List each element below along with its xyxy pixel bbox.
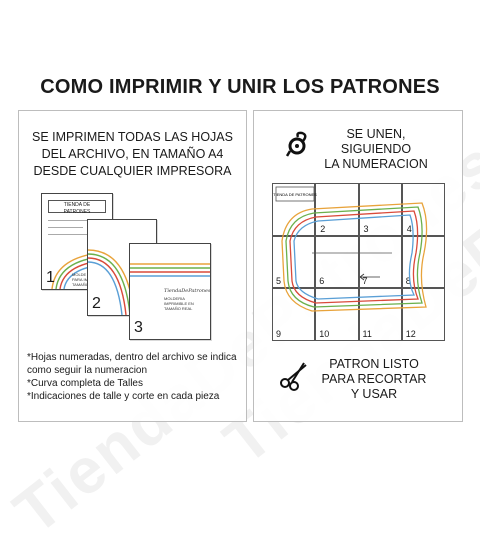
ready-line: PARA RECORTAR bbox=[321, 372, 427, 386]
grid-cell-number: 4 bbox=[406, 223, 412, 234]
sheet-3: TiendaDePatrones MOLDERIA IMPRIMIBLE EN … bbox=[129, 243, 211, 340]
grid-box-title: TIENDA DE PATRONES bbox=[273, 192, 317, 197]
grid-cell: 9 bbox=[272, 288, 316, 341]
sheet-lines bbox=[48, 216, 98, 235]
assembled-pattern-grid: 2 3 4 5 6 7 8 9 10 11 12 bbox=[272, 183, 445, 341]
grid-cell: 8 bbox=[401, 235, 445, 289]
grid-cell-number: 12 bbox=[405, 329, 416, 339]
note-item: *Hojas numeradas, dentro del archivo se … bbox=[27, 352, 237, 363]
grid-cell-number: 9 bbox=[276, 329, 282, 339]
join-heading: SE UNEN, SIGUIENDO LA NUMERACION bbox=[316, 127, 436, 172]
grid-cell-number: 11 bbox=[362, 329, 372, 339]
sheet-number: 3 bbox=[134, 319, 143, 336]
note-item: *Curva completa de Talles bbox=[27, 378, 143, 389]
ready-text: PATRON LISTO PARA RECORTAR Y USAR bbox=[314, 357, 434, 402]
join-heading-line: SE UNEN, bbox=[346, 127, 406, 141]
note-item: *Indicaciones de talle y corte en cada p… bbox=[27, 391, 220, 402]
join-heading-line: SIGUIENDO bbox=[340, 142, 412, 156]
grid-cell: 3 bbox=[358, 183, 402, 236]
grid-cell-number: 10 bbox=[319, 329, 330, 339]
grid-cell: 6 bbox=[315, 235, 359, 289]
grid-cell-number: 8 bbox=[405, 276, 411, 287]
grid-cell-number: 3 bbox=[363, 223, 369, 234]
sheet-number: 1 bbox=[46, 269, 55, 286]
pattern-curve-graphic bbox=[130, 263, 210, 277]
grid-cell-number: 2 bbox=[320, 223, 326, 234]
grid-cell-number: 5 bbox=[276, 276, 282, 287]
print-heading-line: SE IMPRIMEN TODAS LAS HOJAS bbox=[32, 130, 233, 144]
print-heading: SE IMPRIMEN TODAS LAS HOJAS DEL ARCHIVO,… bbox=[19, 129, 246, 180]
join-heading-line: LA NUMERACION bbox=[324, 157, 428, 171]
notes-list: *Hojas numeradas, dentro del archivo se … bbox=[27, 351, 237, 403]
grid-cell-number: 7 bbox=[362, 276, 368, 287]
ready-line: PATRON LISTO bbox=[329, 357, 419, 371]
brand-logo: TiendaDePatrones bbox=[164, 288, 211, 294]
join-instructions-panel: SE UNEN, SIGUIENDO LA NUMERACION 2 3 4 5… bbox=[253, 110, 463, 422]
grid-cell: 12 bbox=[401, 288, 445, 341]
note-item: como seguir la numeracion bbox=[27, 365, 148, 376]
sheet-title-box: TIENDA DE PATRONES bbox=[48, 200, 106, 215]
tape-measure-icon bbox=[286, 131, 307, 157]
grid-cell: 10 bbox=[315, 288, 359, 341]
page-title: COMO IMPRIMIR Y UNIR LOS PATRONES bbox=[40, 76, 440, 98]
grid-cell: 4 bbox=[401, 183, 445, 236]
grid-cell-number: 6 bbox=[319, 276, 325, 287]
grid-cell: 11 bbox=[358, 288, 402, 341]
sheet-number: 2 bbox=[92, 295, 101, 312]
grid-cell: 7 bbox=[358, 235, 402, 289]
print-heading-line: DESDE CUALQUIER IMPRESORA bbox=[33, 164, 232, 178]
print-instructions-panel: SE IMPRIMEN TODAS LAS HOJAS DEL ARCHIVO,… bbox=[18, 110, 247, 422]
print-heading-line: DEL ARCHIVO, EN TAMAÑO A4 bbox=[41, 147, 224, 161]
assembled-pattern-curves: TIENDA DE PATRONES bbox=[273, 186, 428, 312]
scissors-icon bbox=[280, 362, 307, 391]
ready-line: Y USAR bbox=[350, 387, 398, 401]
sheet-note: MOLDERIA IMPRIMIBLE EN TAMAÑO REAL bbox=[164, 296, 194, 311]
